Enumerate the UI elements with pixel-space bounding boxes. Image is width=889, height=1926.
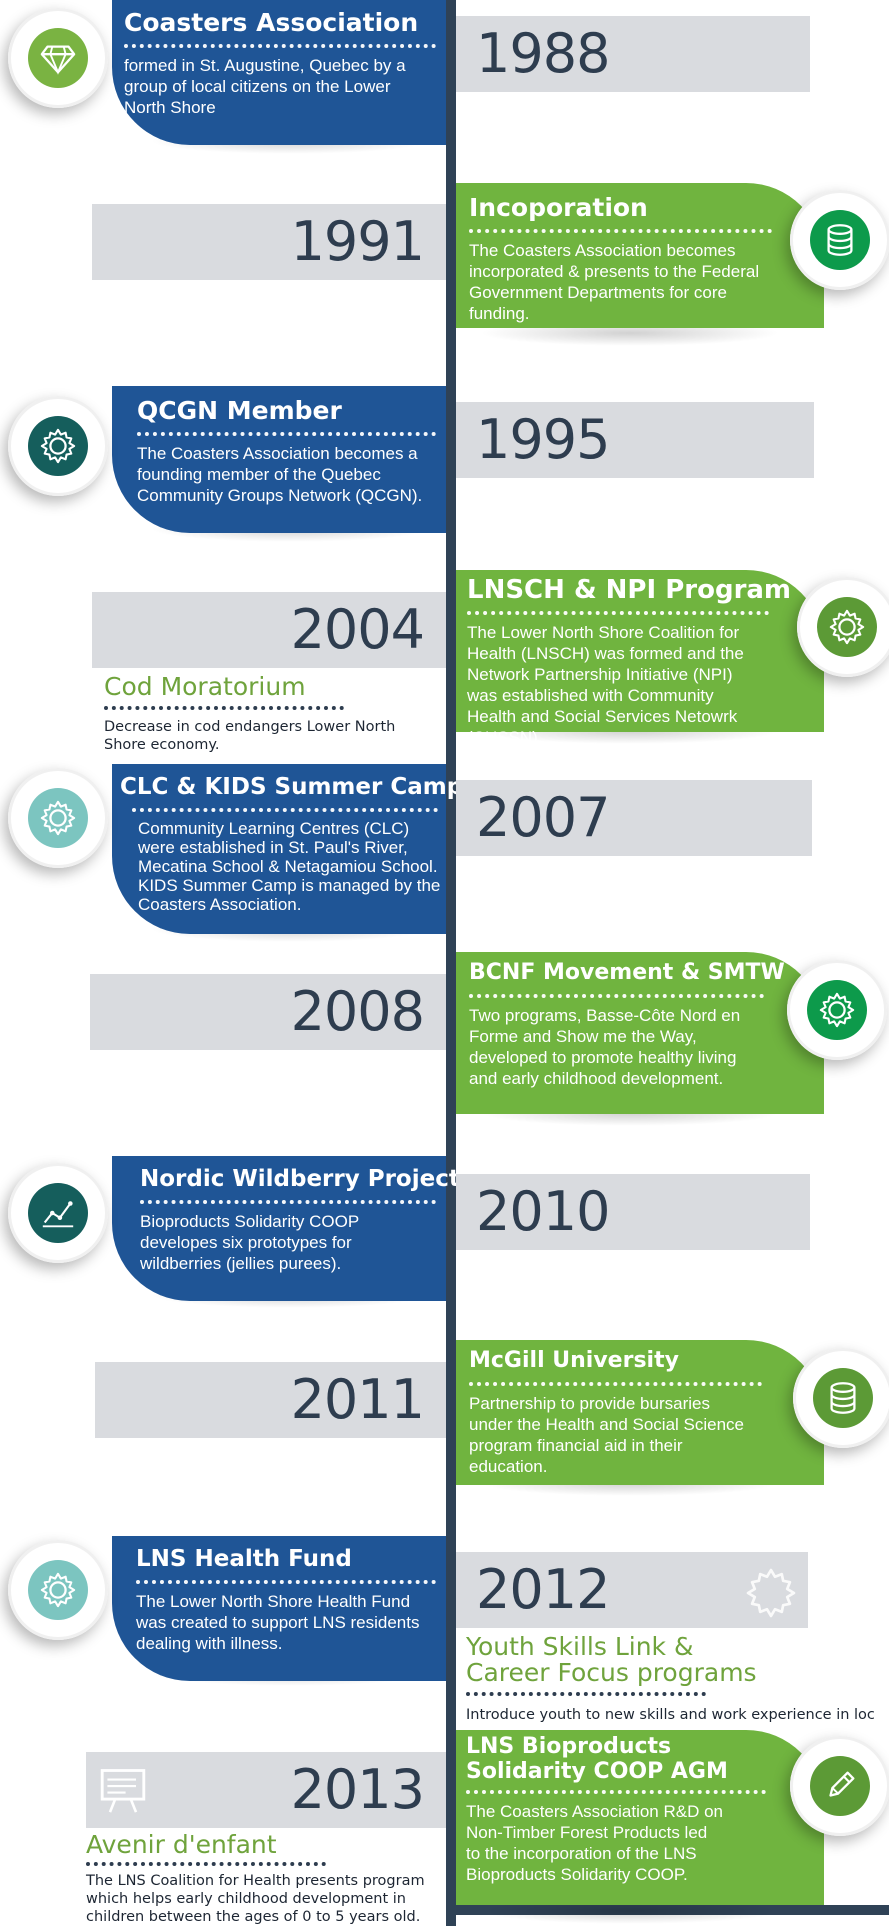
badge-1991	[790, 190, 889, 290]
dotted-divider	[137, 432, 436, 436]
event-text: The Coasters Association R&D on Non-Timb…	[466, 1802, 724, 1884]
event-card-2007: CLC & KIDS Summer Camp Community Learnin…	[112, 764, 464, 934]
event-title: LNSCH & NPI Program	[467, 575, 792, 605]
event-card-2008: BCNF Movement & SMTW Two programs, Basse…	[456, 952, 824, 1114]
year-2008: 2008	[90, 974, 446, 1050]
event-title: LNS Bioproducts Solidarity COOP AGM	[466, 1734, 728, 1784]
event-text: Partnership to provide bursaries under t…	[469, 1394, 745, 1476]
note-title: Youth Skills Link & Career Focus program…	[466, 1634, 757, 1686]
event-title: Nordic Wildberry Project	[140, 1166, 460, 1192]
badge-2011	[793, 1348, 889, 1448]
year-2010: 2010	[456, 1174, 810, 1250]
event-card-2013: LNS Bioproducts Solidarity COOP AGM The …	[456, 1730, 824, 1905]
year-1988: 1988	[456, 16, 810, 92]
event-title: LNS Health Fund	[136, 1546, 352, 1572]
year-2007: 2007	[456, 780, 812, 856]
event-title: Coasters Association	[124, 8, 419, 37]
event-text: The Lower North Shore Coalition for Heal…	[467, 623, 744, 747]
event-card-1991: Incoporation The Coasters Association be…	[456, 183, 824, 328]
badge-1988	[8, 8, 108, 108]
year-1995: 1995	[456, 402, 814, 478]
dotted-divider	[124, 44, 436, 48]
gear-icon	[746, 1568, 796, 1618]
gear-icon	[40, 1572, 76, 1608]
database-icon	[827, 224, 853, 256]
diamond-icon	[40, 45, 76, 75]
year-2011: 2011	[95, 1362, 446, 1438]
year-1991: 1991	[92, 204, 446, 280]
dotted-divider	[469, 1382, 762, 1386]
year-2013: 2013	[86, 1752, 446, 1828]
dotted-divider	[466, 1790, 766, 1794]
year-2004: 2004	[92, 592, 446, 668]
badge-2012	[8, 1540, 108, 1640]
event-card-2011: McGill University Partnership to provide…	[456, 1340, 824, 1485]
year-2012: 2012	[456, 1552, 808, 1628]
note-title: Cod Moratorium	[104, 672, 306, 701]
event-title: BCNF Movement & SMTW	[469, 960, 785, 985]
badge-1995	[8, 396, 108, 496]
event-text: The Coasters Association becomes incorpo…	[469, 241, 760, 323]
dotted-divider	[469, 994, 764, 998]
event-card-1995: QCGN Member The Coasters Association bec…	[112, 386, 446, 533]
event-title: McGill University	[469, 1348, 679, 1373]
badge-2010	[8, 1163, 108, 1263]
badge-2004	[797, 577, 889, 677]
pencil-icon	[829, 1771, 855, 1797]
event-title: CLC & KIDS Summer Camp	[120, 774, 464, 800]
line-chart-icon	[42, 1201, 74, 1228]
gear-icon	[40, 428, 76, 464]
dotted-divider	[132, 808, 438, 812]
dotted-divider	[136, 1580, 436, 1584]
event-title: QCGN Member	[137, 396, 342, 425]
note-text: Decrease in cod endangers Lower North Sh…	[104, 719, 396, 753]
note-title: Avenir d'enfant	[86, 1830, 277, 1859]
event-card-2004: LNSCH & NPI Program The Lower North Shor…	[456, 570, 824, 747]
badge-2013	[790, 1736, 889, 1836]
timeline-spine	[446, 0, 456, 1926]
note-text: Introduce youth to new skills and work e…	[466, 1707, 875, 1723]
dotted-divider	[140, 1200, 436, 1204]
note-title-line: Career Focus programs	[466, 1658, 757, 1687]
event-text: Bioproducts Solidarity COOP developes si…	[140, 1212, 359, 1273]
gear-icon	[829, 609, 865, 645]
note-dotted-divider	[466, 1692, 706, 1696]
note-title-line: Youth Skills Link &	[466, 1632, 694, 1661]
timeline-spine-end	[446, 1905, 889, 1915]
presentation-board-icon	[100, 1769, 146, 1813]
dotted-divider	[467, 611, 769, 615]
database-icon	[830, 1382, 856, 1414]
event-card-2010: Nordic Wildberry Project Bioproducts Sol…	[112, 1156, 460, 1301]
event-text: The Lower North Shore Health Fund was cr…	[136, 1592, 420, 1653]
event-text: Two programs, Basse-Côte Nord en Forme a…	[469, 1006, 741, 1088]
gear-icon	[40, 800, 76, 836]
dotted-divider	[469, 229, 772, 233]
gear-icon	[819, 992, 855, 1028]
event-text: formed in St. Augustine, Quebec by a gro…	[124, 56, 406, 117]
note-dotted-divider	[104, 706, 344, 710]
badge-2008	[787, 960, 887, 1060]
event-card-1988: Coasters Association formed in St. Augus…	[112, 0, 446, 145]
note-text: The LNS Coalition for Health presents pr…	[86, 1873, 425, 1925]
event-card-2012: LNS Health Fund The Lower North Shore He…	[112, 1536, 446, 1681]
event-title: Incoporation	[469, 193, 648, 222]
event-text: Community Learning Centres (CLC) were es…	[138, 819, 441, 914]
note-dotted-divider	[86, 1862, 326, 1866]
badge-2007	[8, 768, 108, 868]
event-text: The Coasters Association becomes a found…	[137, 444, 423, 505]
